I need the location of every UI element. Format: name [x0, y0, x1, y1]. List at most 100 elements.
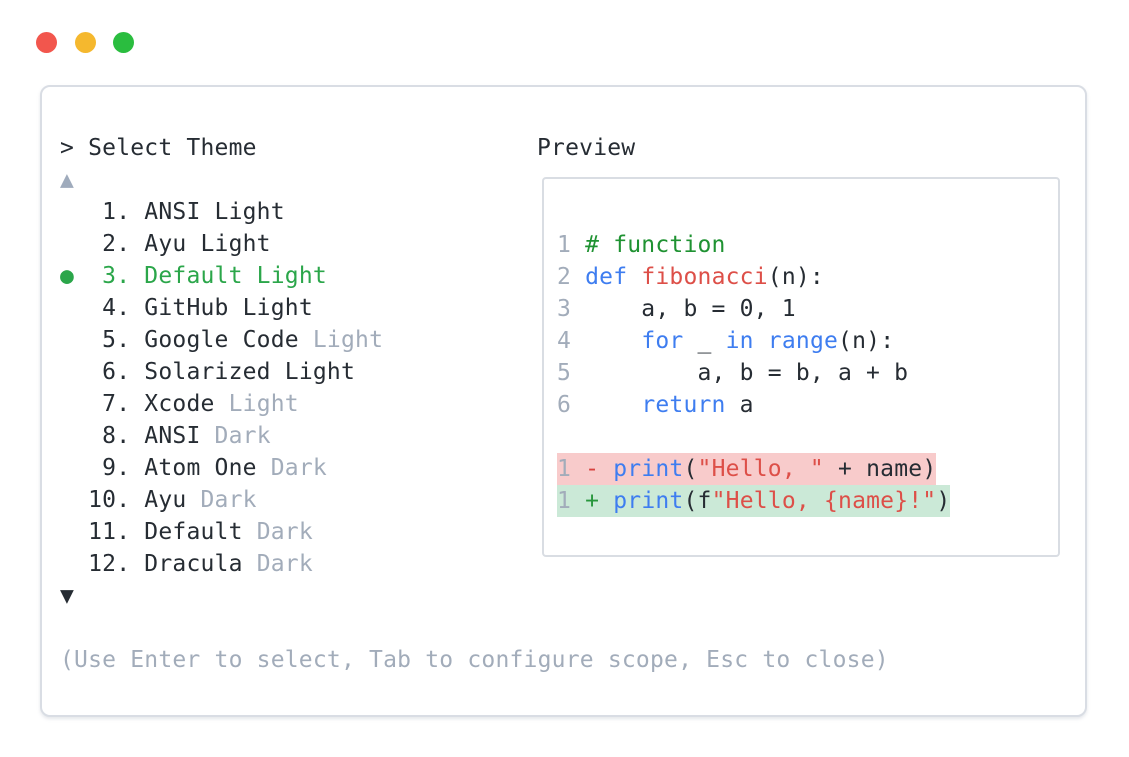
item-number: 12.	[60, 551, 145, 577]
theme-name: Atom One	[144, 455, 271, 481]
item-number: 1.	[60, 199, 145, 225]
code-line: 1 - print("Hello, " + name)	[557, 453, 1058, 485]
item-number: 11.	[60, 519, 145, 545]
theme-name: Light	[312, 327, 384, 353]
item-number: 5.	[60, 327, 145, 353]
code-token: in	[725, 328, 754, 354]
diff-removed-highlight: 1 - print("Hello, " + name)	[557, 453, 937, 485]
line-number: 1	[557, 232, 586, 258]
line-number: 1	[557, 488, 586, 514]
theme-list-item[interactable]: 4. GitHub Light	[60, 292, 889, 324]
theme-name: ANSI	[144, 423, 215, 449]
line-number: 6	[557, 392, 586, 418]
minimize-window-button[interactable]	[75, 32, 96, 53]
theme-list-item[interactable]: 6. Solarized Light	[60, 356, 889, 388]
code-token: range	[767, 328, 839, 354]
theme-list-item[interactable]: 12. Dracula Dark	[60, 548, 889, 580]
code-token: for	[641, 328, 684, 354]
code-token: a, b = 0, 1	[585, 296, 796, 322]
item-number: 9.	[60, 455, 145, 481]
theme-list-item[interactable]: ● 3. Default Light	[60, 260, 889, 292]
code-line: 1 # function	[557, 229, 1058, 261]
theme-list-item[interactable]: 5. Google Code Light	[60, 324, 889, 356]
theme-name: Light	[228, 391, 299, 417]
theme-name: ANSI Light	[144, 199, 285, 225]
theme-list-item[interactable]: 7. Xcode Light	[60, 388, 889, 420]
theme-name: Google Code	[144, 327, 313, 353]
code-token: "Hello, "	[697, 456, 824, 482]
code-token	[585, 392, 641, 418]
code-token: (	[683, 456, 698, 482]
code-line: 4 for _ in range(n):	[557, 325, 1058, 357]
selected-item-bullet-and-number: ● 3.	[60, 263, 145, 289]
close-window-button[interactable]	[36, 32, 57, 53]
line-number: 3	[557, 296, 586, 322]
code-token: return	[641, 392, 726, 418]
line-number: 4	[557, 328, 586, 354]
code-line	[557, 421, 1058, 453]
code-token: a, b = b, a + b	[585, 360, 909, 386]
code-line: 5 a, b = b, a + b	[557, 357, 1058, 389]
code-token	[754, 328, 768, 354]
scroll-down-icon[interactable]: ▼	[60, 583, 75, 609]
theme-name: Xcode	[144, 391, 229, 417]
theme-name: Default	[144, 519, 257, 545]
theme-name: Dracula	[144, 551, 257, 577]
theme-name: Solarized Light	[144, 359, 356, 385]
code-line: 3 a, b = 0, 1	[557, 293, 1058, 325]
theme-list-item[interactable]: 10. Ayu Dark	[60, 484, 889, 516]
diff-added-highlight: 1 + print(f"Hello, {name}!")	[557, 485, 951, 517]
code-token: + name)	[823, 456, 937, 482]
code-token: )	[936, 488, 951, 514]
line-number: 5	[557, 360, 586, 386]
spacer-row	[60, 612, 889, 644]
code-line: 2 def fibonacci(n):	[557, 261, 1058, 293]
select-theme-prompt: > Select Theme	[60, 135, 257, 161]
theme-list-item[interactable]: 9. Atom One Dark	[60, 452, 889, 484]
item-number: 4.	[60, 295, 145, 321]
code-token	[599, 488, 613, 514]
theme-picker-left-column: > Select Theme ▲ 1. ANSI Light 2. Ayu Li…	[60, 132, 889, 676]
item-number: 8.	[60, 423, 145, 449]
item-number: 6.	[60, 359, 145, 385]
theme-list-item[interactable]: 11. Default Dark	[60, 516, 889, 548]
preview-title: Preview	[537, 135, 636, 161]
theme-list-item[interactable]: 8. ANSI Dark	[60, 420, 889, 452]
zoom-window-button[interactable]	[113, 32, 134, 53]
theme-list-item[interactable]: 1. ANSI Light	[60, 196, 889, 228]
theme-name: Dark	[200, 487, 257, 513]
code-token: -	[585, 456, 600, 482]
code-token: def	[585, 264, 628, 290]
code-line: 6 return a	[557, 389, 1058, 421]
line-number: 1	[557, 456, 586, 482]
code-token: (n):	[838, 328, 895, 354]
item-number: 2.	[60, 231, 145, 257]
theme-name: Dark	[256, 551, 313, 577]
code-token	[585, 328, 641, 354]
code-token: print	[613, 456, 684, 482]
theme-name: GitHub Light	[144, 295, 313, 321]
theme-picker-panel: > Select Theme ▲ 1. ANSI Light 2. Ayu Li…	[40, 85, 1087, 717]
code-token: "Hello, {name}!"	[711, 488, 937, 514]
theme-list-item[interactable]: 2. Ayu Light	[60, 228, 889, 260]
code-token: (n):	[767, 264, 824, 290]
code-token: # function	[585, 232, 726, 258]
line-number: 2	[557, 264, 586, 290]
item-number: 10.	[60, 487, 145, 513]
theme-name: Ayu Light	[144, 231, 271, 257]
code-token: a	[725, 392, 754, 418]
code-line: 1 + print(f"Hello, {name}!")	[557, 485, 1058, 517]
theme-name: Ayu	[144, 487, 201, 513]
theme-name: Dark	[256, 519, 313, 545]
code-token: _	[683, 328, 726, 354]
code-token: +	[585, 488, 600, 514]
code-token	[627, 264, 641, 290]
theme-name: Dark	[214, 423, 271, 449]
help-text: (Use Enter to select, Tab to configure s…	[60, 647, 889, 673]
code-token: fibonacci	[641, 264, 768, 290]
code-token: print	[613, 488, 684, 514]
scroll-up-icon[interactable]: ▲	[60, 167, 75, 193]
